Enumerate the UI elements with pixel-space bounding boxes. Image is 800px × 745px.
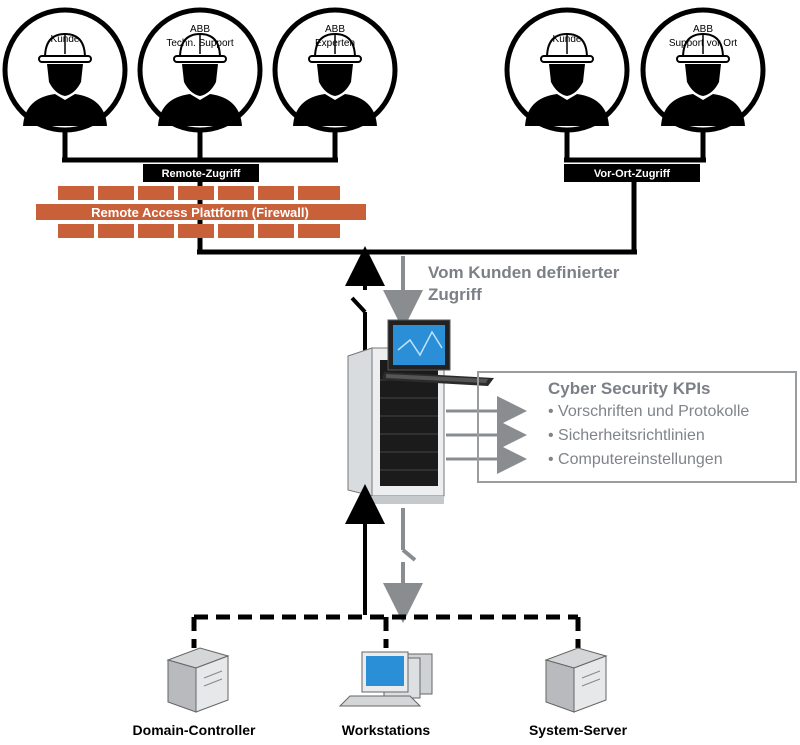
security-appliance-rack [347,347,445,504]
workstations-icon [338,651,433,707]
access-note-line-1: Vom Kunden definierter [428,263,620,282]
access-note-line-2: Zugriff [428,285,482,304]
domain-controller-icon [166,647,230,713]
laptop-icon [382,319,494,386]
system-server-icon [544,647,608,713]
person-abb-onsite-support: ABB Support vor Ort [640,7,766,133]
person-org: ABB [325,24,345,35]
onsite-access-tag: Vor-Ort-Zugriff [564,164,700,182]
remote-access-tag: Remote-Zugriff [143,164,259,182]
firewall-brick-wall [36,186,366,238]
rack-downlink-arrow [383,508,423,623]
connector-lines [62,130,706,255]
person-org: ABB [190,24,210,35]
kpi-item: • Vorschriften und Protokolle [548,403,750,420]
system-server-label: System-Server [529,722,628,738]
kpi-title: Cyber Security KPIs [548,379,711,398]
kpi-box [477,371,797,483]
kpi-item: • Computereinstellungen [548,451,723,468]
person-kunde-1: Kunde [2,7,128,133]
svg-text:Vor-Ort-Zugriff: Vor-Ort-Zugriff [594,168,671,180]
firewall-label: Remote Access Plattform (Firewall) [91,205,309,220]
person-role: Kunde [553,34,582,45]
customer-defined-access-note: Vom Kunden definierter Zugriff [428,262,658,306]
svg-text:Remote-Zugriff: Remote-Zugriff [162,168,241,180]
person-role: Experten [315,38,355,49]
person-role: Techn. Support [166,38,233,49]
domain-controller-label: Domain-Controller [133,722,256,738]
network-bus [191,614,581,648]
person-org: ABB [693,24,713,35]
person-role: Support vor Ort [669,38,738,49]
person-kunde-2: Kunde [504,7,630,133]
person-abb-experts: ABB Experten [272,7,398,133]
person-abb-tech-support: ABB Techn. Support [137,7,263,133]
workstations-label: Workstations [342,722,431,738]
kpi-item: • Sicherheitsrichtlinien [548,427,705,444]
person-role: Kunde [51,34,80,45]
